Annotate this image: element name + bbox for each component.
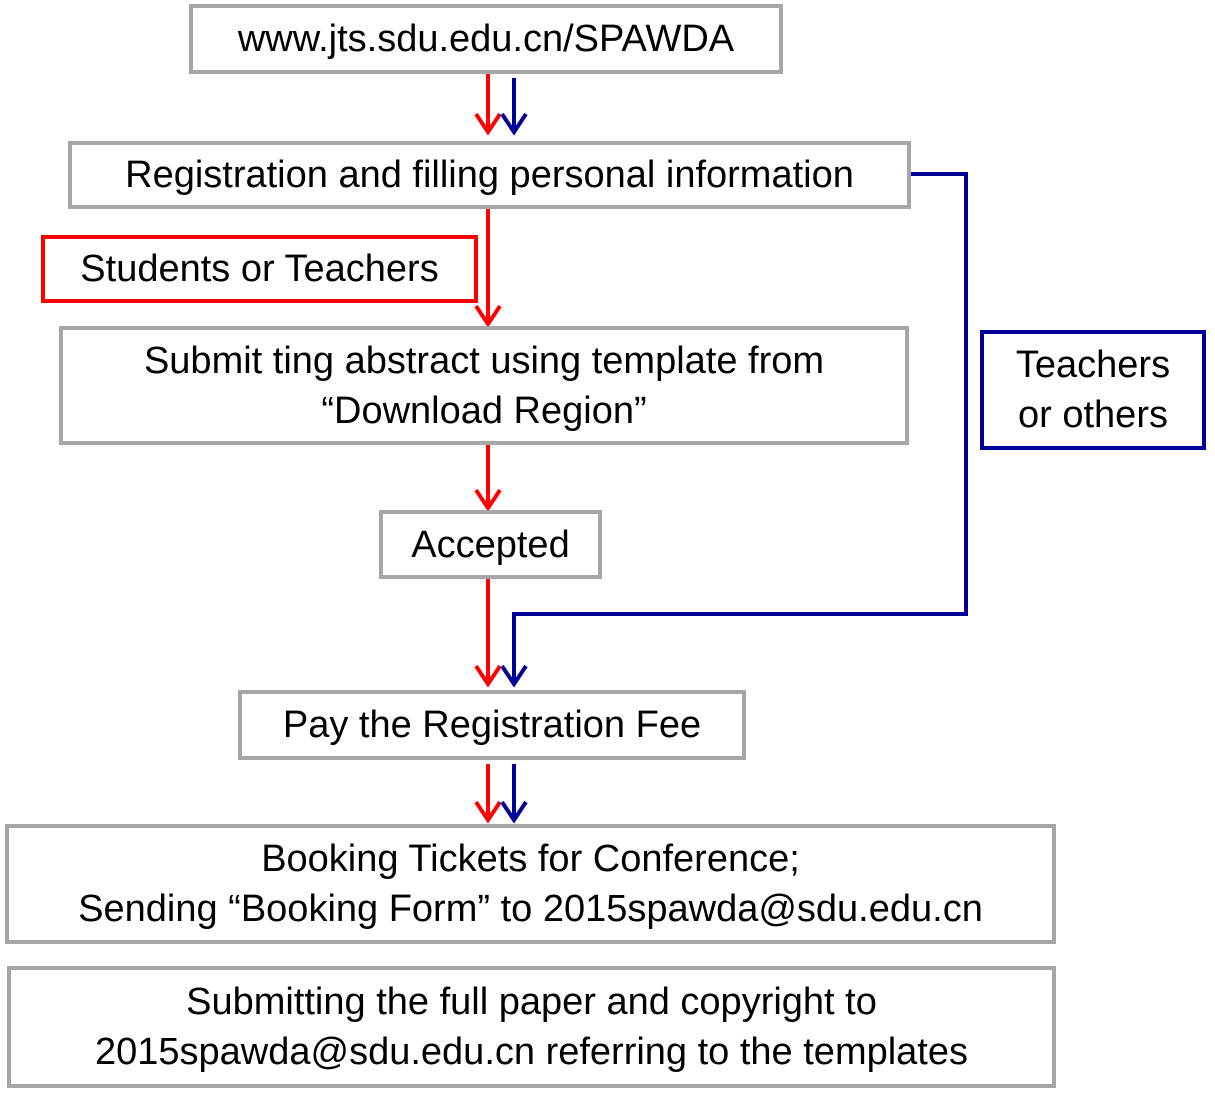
students-or-teachers-text: Students or Teachers xyxy=(80,248,439,290)
url-text: www.jts.sdu.edu.cn/SPAWDA xyxy=(237,18,735,60)
submit-abstract-line2: “Download Region” xyxy=(321,389,647,432)
red-arrow-url-to-registration xyxy=(474,74,502,136)
submit-abstract-box: Submit ting abstract using template from… xyxy=(59,326,909,445)
accepted-text: Accepted xyxy=(411,523,570,566)
booking-tickets-line1: Booking Tickets for Conference; xyxy=(261,838,800,880)
url-box: www.jts.sdu.edu.cn/SPAWDA xyxy=(189,4,783,74)
blue-arrow-pay-to-booking xyxy=(500,764,528,824)
teachers-or-others-label: Teachers or others xyxy=(980,330,1206,450)
red-arrow-accepted-to-pay xyxy=(474,578,502,688)
submit-full-paper-line1: Submitting the full paper and copyright … xyxy=(186,981,877,1023)
teachers-or-others-line1: Teachers xyxy=(1015,344,1171,386)
red-arrow-pay-to-booking xyxy=(474,764,502,824)
students-or-teachers-label: Students or Teachers xyxy=(41,235,478,303)
submit-full-paper-line2: 2015spawda@sdu.edu.cn referring to the t… xyxy=(95,1031,968,1073)
booking-tickets-line2: Sending “Booking Form” to 2015spawda@sdu… xyxy=(78,888,983,930)
red-arrow-registration-to-submit xyxy=(474,208,502,328)
registration-box: Registration and filling personal inform… xyxy=(68,141,911,209)
registration-text: Registration and filling personal inform… xyxy=(125,154,854,196)
blue-arrow-url-to-registration xyxy=(500,78,528,136)
teachers-or-others-line2: or others xyxy=(1018,394,1168,436)
pay-registration-fee-box: Pay the Registration Fee xyxy=(238,690,746,760)
booking-tickets-box: Booking Tickets for Conference; Sending … xyxy=(5,824,1056,944)
accepted-box: Accepted xyxy=(379,510,602,579)
red-arrow-submit-to-accepted xyxy=(474,444,502,512)
submit-abstract-line1: Submit ting abstract using template from xyxy=(143,339,825,382)
pay-registration-fee-text: Pay the Registration Fee xyxy=(282,704,702,746)
submit-full-paper-box: Submitting the full paper and copyright … xyxy=(7,966,1056,1088)
blue-bypass-line xyxy=(500,172,968,688)
